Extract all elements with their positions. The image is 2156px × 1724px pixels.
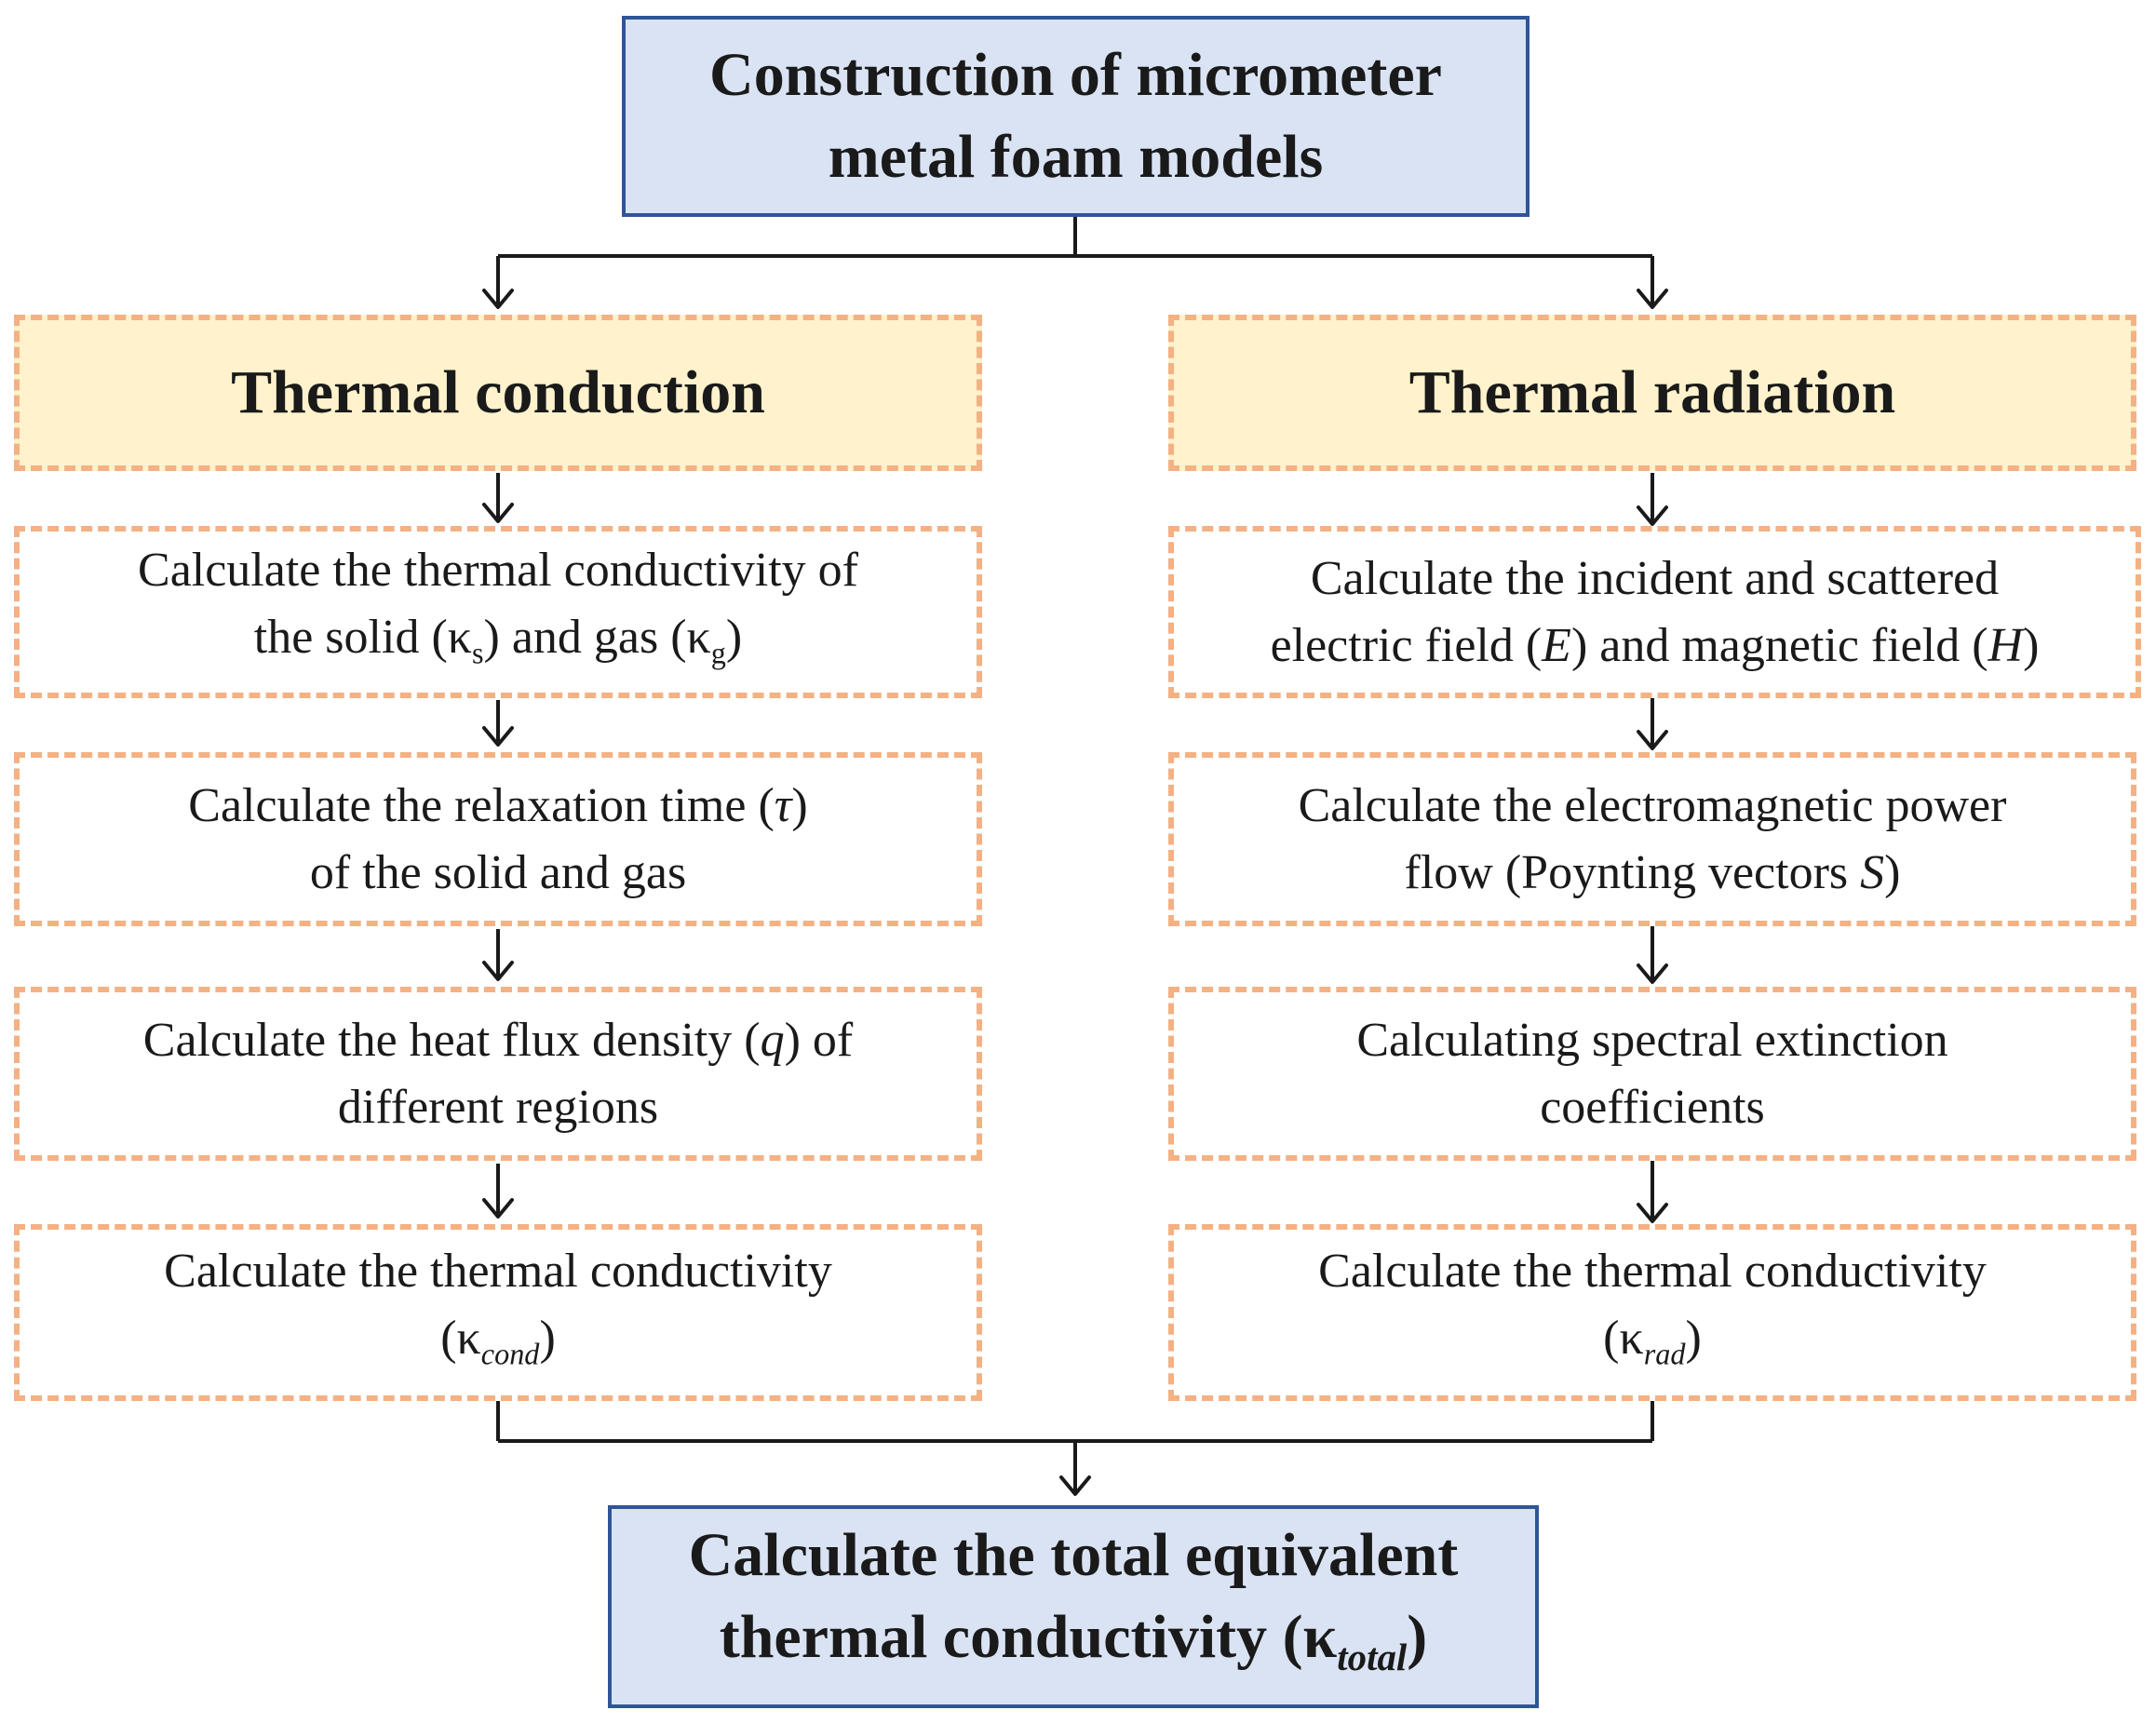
conduction-step-4-line2: (κcond) — [440, 1311, 556, 1371]
arrowhead-left-drop — [482, 289, 514, 309]
bottom-box-line1: Calculate the total equivalent — [688, 1520, 1459, 1589]
bottom-box-line2: thermal conductivity (κtotal) — [719, 1602, 1428, 1679]
conduction-step-1: Calculate the thermal conductivity of th… — [14, 526, 982, 698]
conduction-step-3-line2: different regions — [337, 1080, 659, 1134]
arrowhead-left-3 — [482, 961, 514, 981]
conduction-step-1-line1: Calculate the thermal conductivity of — [138, 544, 858, 598]
radiation-step-4-line1: Calculate the thermal conductivity — [1318, 1244, 1987, 1298]
arrowhead-right-drop — [1637, 289, 1668, 309]
conduction-step-2-line2: of the solid and gas — [309, 845, 687, 899]
header-thermal-conduction-label: Thermal conduction — [231, 358, 765, 426]
arrowhead-left-1 — [482, 503, 514, 523]
conduction-step-4: Calculate the thermal conductivity (κcon… — [14, 1224, 982, 1401]
arrowhead-left-4 — [482, 1198, 514, 1219]
radiation-step-3-line2: coefficients — [1540, 1080, 1765, 1134]
radiation-step-2-line1: Calculate the electromagnetic power — [1298, 778, 2007, 832]
header-thermal-conduction: Thermal conduction — [14, 315, 982, 471]
radiation-step-4-line2: (κrad) — [1603, 1311, 1702, 1371]
radiation-step-1-line2: electric field (E) and magnetic field (H… — [1270, 618, 2040, 672]
radiation-step-1-line1: Calculate the incident and scattered — [1310, 551, 2000, 605]
symbol-q: q — [760, 1013, 785, 1067]
conduction-step-1-line2: the solid (κs) and gas (κg) — [253, 611, 743, 670]
radiation-step-2-line2: flow (Poynting vectors S) — [1404, 845, 1901, 899]
bottom-box-total-conductivity: Calculate the total equivalent thermal c… — [608, 1505, 1539, 1708]
radiation-step-1: Calculate the incident and scattered ele… — [1168, 526, 2141, 698]
arrowhead-right-4 — [1637, 1203, 1668, 1223]
arrowhead-right-1 — [1637, 505, 1668, 526]
arrowhead-left-2 — [482, 726, 514, 747]
top-box-line2: metal foam models — [828, 123, 1324, 191]
conduction-step-3: Calculate the heat flux density (q) of d… — [14, 987, 982, 1161]
radiation-step-3: Calculating spectral extinction coeffici… — [1168, 987, 2136, 1161]
radiation-step-4: Calculate the thermal conductivity (κrad… — [1168, 1224, 2136, 1401]
arrowhead-right-3 — [1637, 963, 1668, 984]
radiation-step-2: Calculate the electromagnetic power flow… — [1168, 752, 2136, 926]
conduction-step-2-line1: Calculate the relaxation time (τ) — [188, 778, 808, 832]
radiation-step-3-line1: Calculating spectral extinction — [1356, 1013, 1948, 1067]
symbol-tau: τ — [774, 778, 792, 832]
arrowhead-right-2 — [1637, 730, 1668, 750]
conduction-step-3-line1: Calculate the heat flux density (q) of — [142, 1013, 854, 1067]
header-thermal-radiation: Thermal radiation — [1168, 315, 2136, 471]
conduction-step-4-line1: Calculate the thermal conductivity — [164, 1244, 832, 1298]
arrowhead-bottom — [1059, 1475, 1091, 1496]
header-thermal-radiation-label: Thermal radiation — [1408, 358, 1896, 426]
top-box-construction: Construction of micrometer metal foam mo… — [622, 16, 1529, 217]
conduction-step-2: Calculate the relaxation time (τ) of the… — [14, 752, 982, 926]
top-box-line1: Construction of micrometer — [709, 41, 1442, 109]
